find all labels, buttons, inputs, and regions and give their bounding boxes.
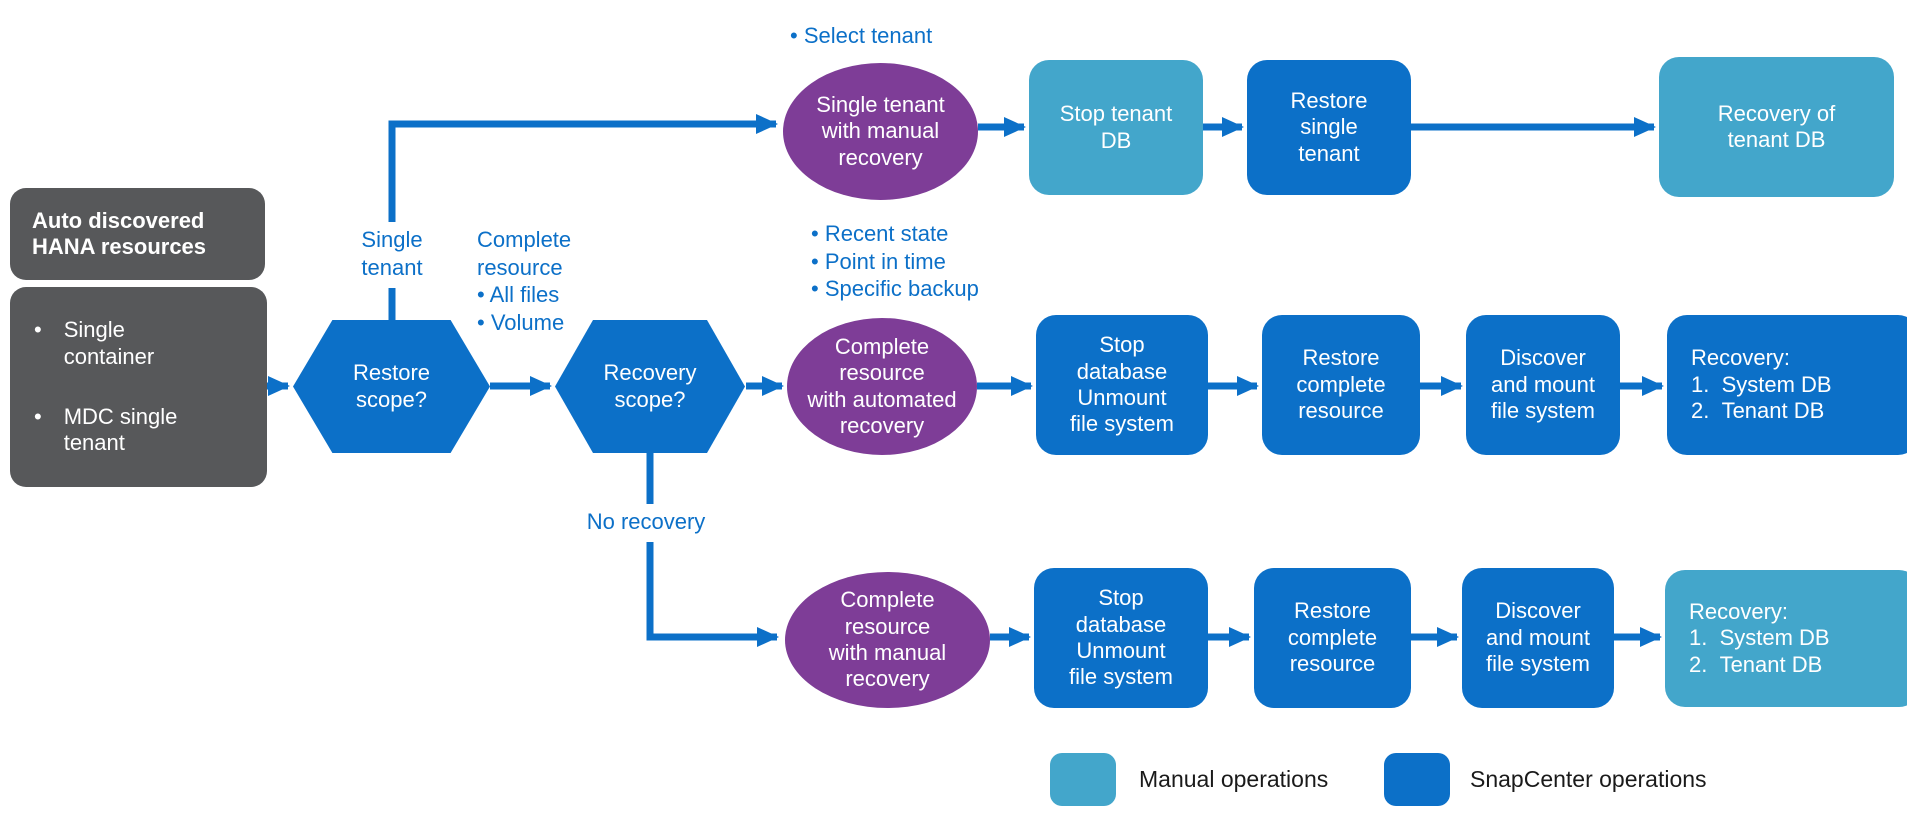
discover-and-mount-box-mid: Discover and mount file system: [1466, 315, 1620, 455]
step-label: Discover and mount file system: [1486, 598, 1590, 677]
restore-scope-decision: Restore scope?: [293, 320, 490, 453]
recovery-of-tenant-db-box: Recovery of tenant DB: [1659, 57, 1894, 197]
recovery-system-tenant-db-box-mid: Recovery: 1. System DB 2. Tenant DB: [1667, 315, 1907, 455]
ellipse-label: Complete resource with manual recovery: [828, 587, 947, 692]
step-label: Restore single tenant: [1290, 87, 1368, 166]
ellipse-label: Complete resource with automated recover…: [807, 333, 957, 438]
restore-scope-label: Restore scope?: [352, 360, 431, 412]
step-label: Recovery of tenant DB: [1717, 100, 1836, 152]
no-recovery-label: No recovery: [586, 509, 706, 534]
restore-complete-resource-box-bot: Restore complete resource: [1254, 568, 1411, 708]
step-label: Recovery: 1. System DB 2. Tenant DB: [1691, 345, 1832, 424]
legend-swatch-snapcenter: [1384, 753, 1450, 806]
bullet-icon: •: [34, 317, 42, 343]
recovery-scope-label: Recovery scope?: [603, 360, 697, 412]
complete-resource-automated-recovery-ellipse: Complete resource with automated recover…: [787, 318, 977, 455]
stop-database-unmount-box-mid: Stop database Unmount file system: [1036, 315, 1208, 455]
single-tenant-branch-label: Single tenant: [361, 227, 423, 280]
step-label: Discover and mount file system: [1491, 345, 1595, 424]
legend-swatch-manual: [1050, 753, 1116, 806]
recovery-options-label: • Recent state • Point in time • Specifi…: [811, 221, 979, 301]
restore-complete-resource-box-mid: Restore complete resource: [1262, 315, 1420, 455]
list-item: • Single container: [34, 317, 180, 370]
discover-and-mount-box-bot: Discover and mount file system: [1462, 568, 1614, 708]
resource-types-box: • Single container • MDC single tenant: [10, 287, 267, 487]
complete-resource-branch-label: Complete resource • All files • Volume: [477, 227, 572, 335]
complete-resource-manual-recovery-ellipse: Complete resource with manual recovery: [785, 572, 990, 708]
bullet-icon: •: [34, 404, 42, 429]
list-item: • MDC single tenant: [34, 404, 180, 457]
select-tenant-label: • Select tenant: [790, 23, 933, 48]
step-label: Restore complete resource: [1287, 598, 1378, 677]
auto-discovered-title: Auto discovered HANA resources: [32, 207, 207, 259]
legend-label-snapcenter: SnapCenter operations: [1470, 766, 1707, 792]
step-label: Stop database Unmount file system: [1070, 332, 1174, 437]
recovery-scope-decision: Recovery scope?: [555, 320, 745, 453]
step-label: Recovery: 1. System DB 2. Tenant DB: [1689, 598, 1830, 677]
stop-database-unmount-box-bot: Stop database Unmount file system: [1034, 568, 1208, 708]
single-tenant-manual-recovery-ellipse: Single tenant with manual recovery: [783, 63, 978, 200]
stop-tenant-db-box: Stop tenant DB: [1029, 60, 1203, 195]
legend-label-manual: Manual operations: [1139, 766, 1329, 792]
step-label: Stop database Unmount file system: [1069, 585, 1173, 690]
step-label: Restore complete resource: [1296, 345, 1386, 424]
step-label: Stop tenant DB: [1059, 101, 1173, 153]
resource-type-label: MDC single tenant: [63, 404, 178, 456]
resource-type-label: Single container: [63, 317, 155, 369]
restore-single-tenant-box: Restore single tenant: [1247, 60, 1411, 195]
recovery-system-tenant-db-box-bot: Recovery: 1. System DB 2. Tenant DB: [1665, 570, 1907, 707]
arrow-single-tenant-branch: [388, 114, 778, 222]
arrow-no-recovery-branch: [646, 542, 779, 647]
auto-discovered-box: Auto discovered HANA resources: [10, 188, 265, 280]
ellipse-label: Single tenant with manual recovery: [816, 91, 945, 170]
